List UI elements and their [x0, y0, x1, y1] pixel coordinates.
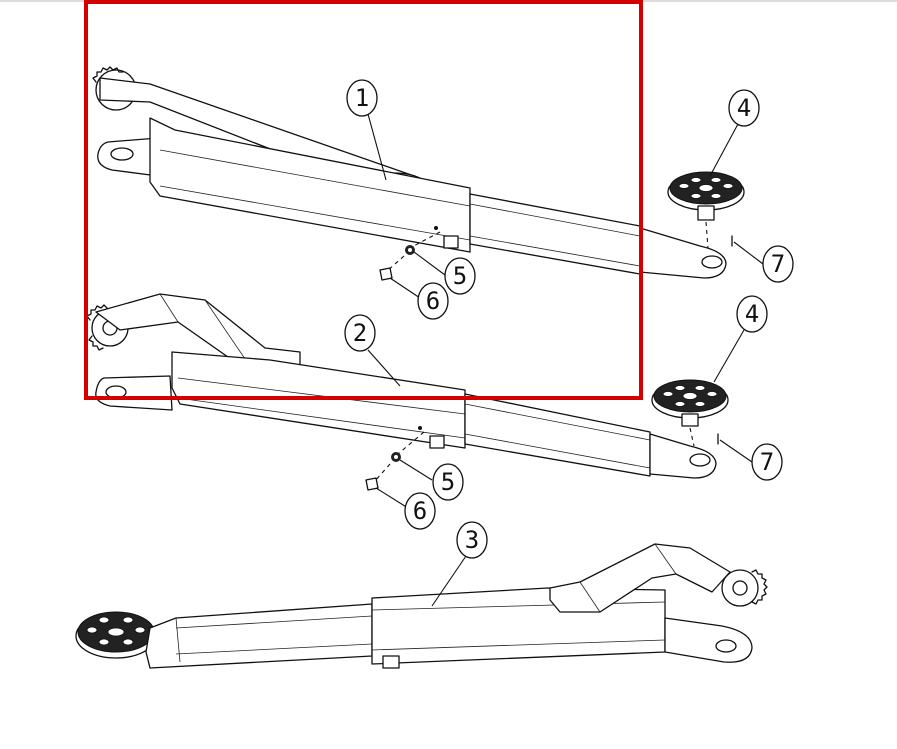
arm-1-slide-tube	[469, 193, 641, 275]
highlight-box	[84, 0, 643, 400]
callout-2: 2	[344, 314, 376, 352]
pad-4-top	[667, 171, 745, 249]
pin-7-middle	[717, 433, 753, 463]
arm-3-lower-plate	[664, 617, 753, 663]
leader-2	[367, 349, 401, 387]
leader-3	[431, 555, 467, 607]
callout-2-label: 2	[353, 319, 367, 347]
arm-1-main-tube	[149, 117, 471, 253]
callout-7-middle: 7	[751, 443, 783, 481]
callout-5-middle-label: 5	[441, 468, 455, 496]
arm-2-slide-tube	[464, 393, 651, 477]
callout-4-middle: 4	[736, 295, 768, 333]
arm-1-end-eye	[639, 227, 727, 279]
callout-7-middle-label: 7	[760, 448, 774, 476]
arm-3-main-tube	[371, 587, 666, 665]
callout-5-top: 5	[444, 257, 476, 295]
arm-2	[86, 293, 717, 479]
leader-1	[367, 113, 387, 181]
pad-4-middle	[651, 379, 729, 447]
hardware-top	[379, 231, 446, 299]
callout-6-top-label: 6	[426, 287, 440, 315]
callout-4-middle-label: 4	[745, 300, 759, 328]
callout-6-middle: 6	[404, 492, 436, 530]
callout-1: 1	[346, 79, 378, 117]
arm-1-lower-plate	[97, 137, 159, 177]
callout-5-top-label: 5	[453, 262, 467, 290]
pin-7-top	[731, 235, 764, 265]
arm-3-gear	[721, 569, 768, 607]
callout-6-middle-label: 6	[413, 497, 427, 525]
callout-1-label: 1	[355, 84, 369, 112]
leader-4-middle	[713, 329, 745, 383]
arm-3	[75, 543, 768, 669]
arm-2-lower-plate	[95, 375, 173, 411]
leader-4-top	[709, 123, 739, 177]
callout-4-top-label: 4	[737, 94, 751, 122]
callout-7-top-label: 7	[771, 250, 785, 278]
arm-2-end-eye	[649, 433, 717, 479]
hardware-middle	[365, 431, 433, 509]
pad-arm-3	[75, 611, 157, 659]
callout-3: 3	[456, 521, 488, 559]
callout-7-top: 7	[762, 245, 794, 283]
arm-2-bent-arm	[95, 293, 301, 379]
arm-3-bent-arm	[549, 543, 731, 613]
arm-1	[92, 66, 727, 279]
callout-3-label: 3	[465, 526, 479, 554]
callout-4-top: 4	[728, 89, 760, 127]
callout-5-middle: 5	[432, 463, 464, 501]
callout-6-top: 6	[417, 282, 449, 320]
